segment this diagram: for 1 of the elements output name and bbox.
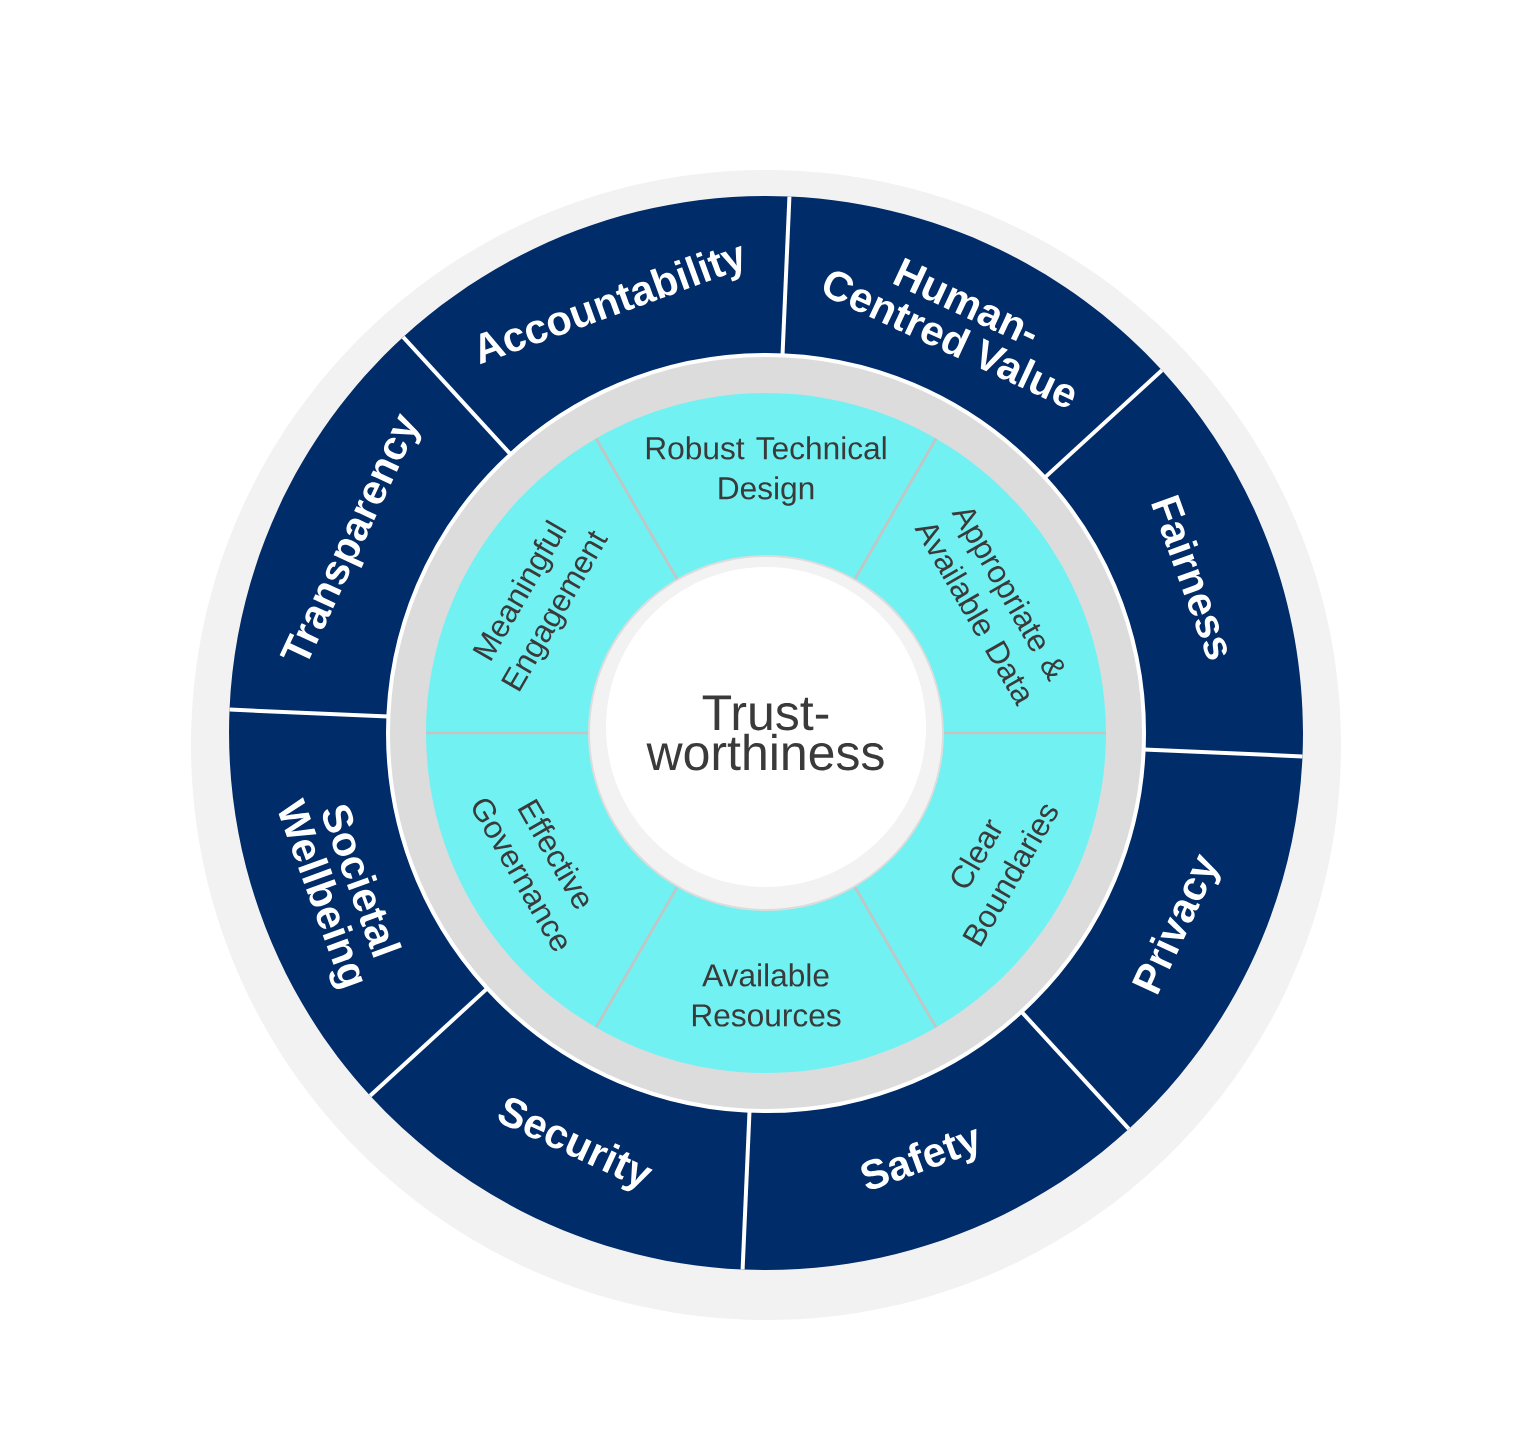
sector: Available Resources — [596, 887, 936, 1073]
